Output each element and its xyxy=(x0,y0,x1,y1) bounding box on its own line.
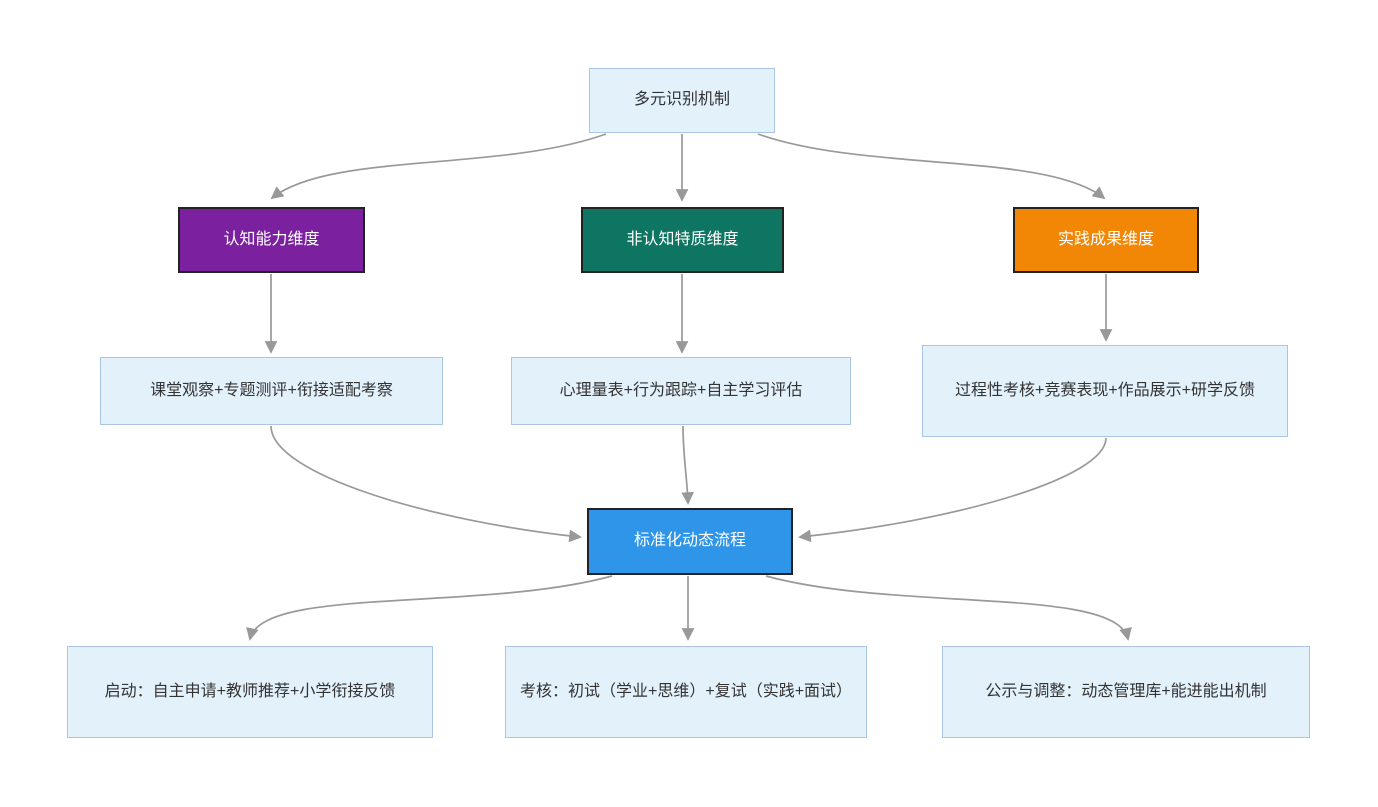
edge-root-practice xyxy=(757,133,1106,200)
node-noncognitive-dimension: 非认知特质维度 xyxy=(581,207,784,273)
node-label: 标准化动态流程 xyxy=(633,532,746,550)
node-label: 公示与调整：动态管理库+能进能出机制 xyxy=(985,682,1267,700)
node-multi-identification: 多元识别机制 xyxy=(589,68,775,133)
node-noncognitive-methods: 心理量表+行为跟踪+自主学习评估 xyxy=(511,357,851,425)
node-practice-methods: 过程性考核+竞赛表现+作品展示+研学反馈 xyxy=(922,345,1288,437)
edge-detail2-process xyxy=(681,425,694,505)
node-label: 考核：初试（学业+思维）+复试（实践+面试） xyxy=(520,682,853,700)
node-standardized-process: 标准化动态流程 xyxy=(587,508,793,575)
edge-detail3-process xyxy=(798,437,1107,543)
edge-process-start xyxy=(246,575,613,641)
node-label: 过程性考核+竞赛表现+作品展示+研学反馈 xyxy=(954,381,1256,399)
node-step-assess: 考核：初试（学业+思维）+复试（实践+面试） xyxy=(505,646,867,738)
node-label: 心理量表+行为跟踪+自主学习评估 xyxy=(559,381,803,399)
node-label: 课堂观察+专题测评+衔接适配考察 xyxy=(150,381,393,399)
node-label: 启动：自主申请+教师推荐+小学衔接反馈 xyxy=(104,682,396,700)
node-label: 多元识别机制 xyxy=(633,91,730,109)
node-step-start: 启动：自主申请+教师推荐+小学衔接反馈 xyxy=(67,646,433,738)
edge-process-publish xyxy=(765,575,1132,641)
node-cognitive-dimension: 认知能力维度 xyxy=(178,207,365,273)
node-step-publish: 公示与调整：动态管理库+能进能出机制 xyxy=(942,646,1310,738)
node-label: 认知能力维度 xyxy=(223,230,320,248)
node-label: 实践成果维度 xyxy=(1057,230,1154,248)
node-cognitive-methods: 课堂观察+专题测评+衔接适配考察 xyxy=(100,357,443,425)
edge-root-cognitive xyxy=(270,133,607,200)
node-label: 非认知特质维度 xyxy=(626,230,739,248)
edge-detail1-process xyxy=(270,425,582,543)
node-practice-dimension: 实践成果维度 xyxy=(1013,207,1199,273)
